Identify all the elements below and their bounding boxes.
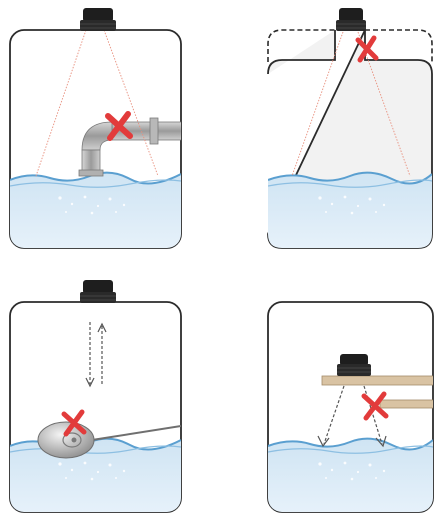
tank-top-dashed (268, 30, 432, 62)
panel-bracket-reflection (268, 302, 434, 512)
level-sensor (80, 280, 116, 303)
panel-mounted-in-nozzle (268, 8, 432, 248)
level-sensor (337, 354, 371, 376)
panel-float-obstruction (10, 280, 181, 512)
level-sensor (80, 8, 116, 31)
level-sensor (336, 8, 366, 31)
panel-pipe-obstruction (10, 8, 184, 248)
